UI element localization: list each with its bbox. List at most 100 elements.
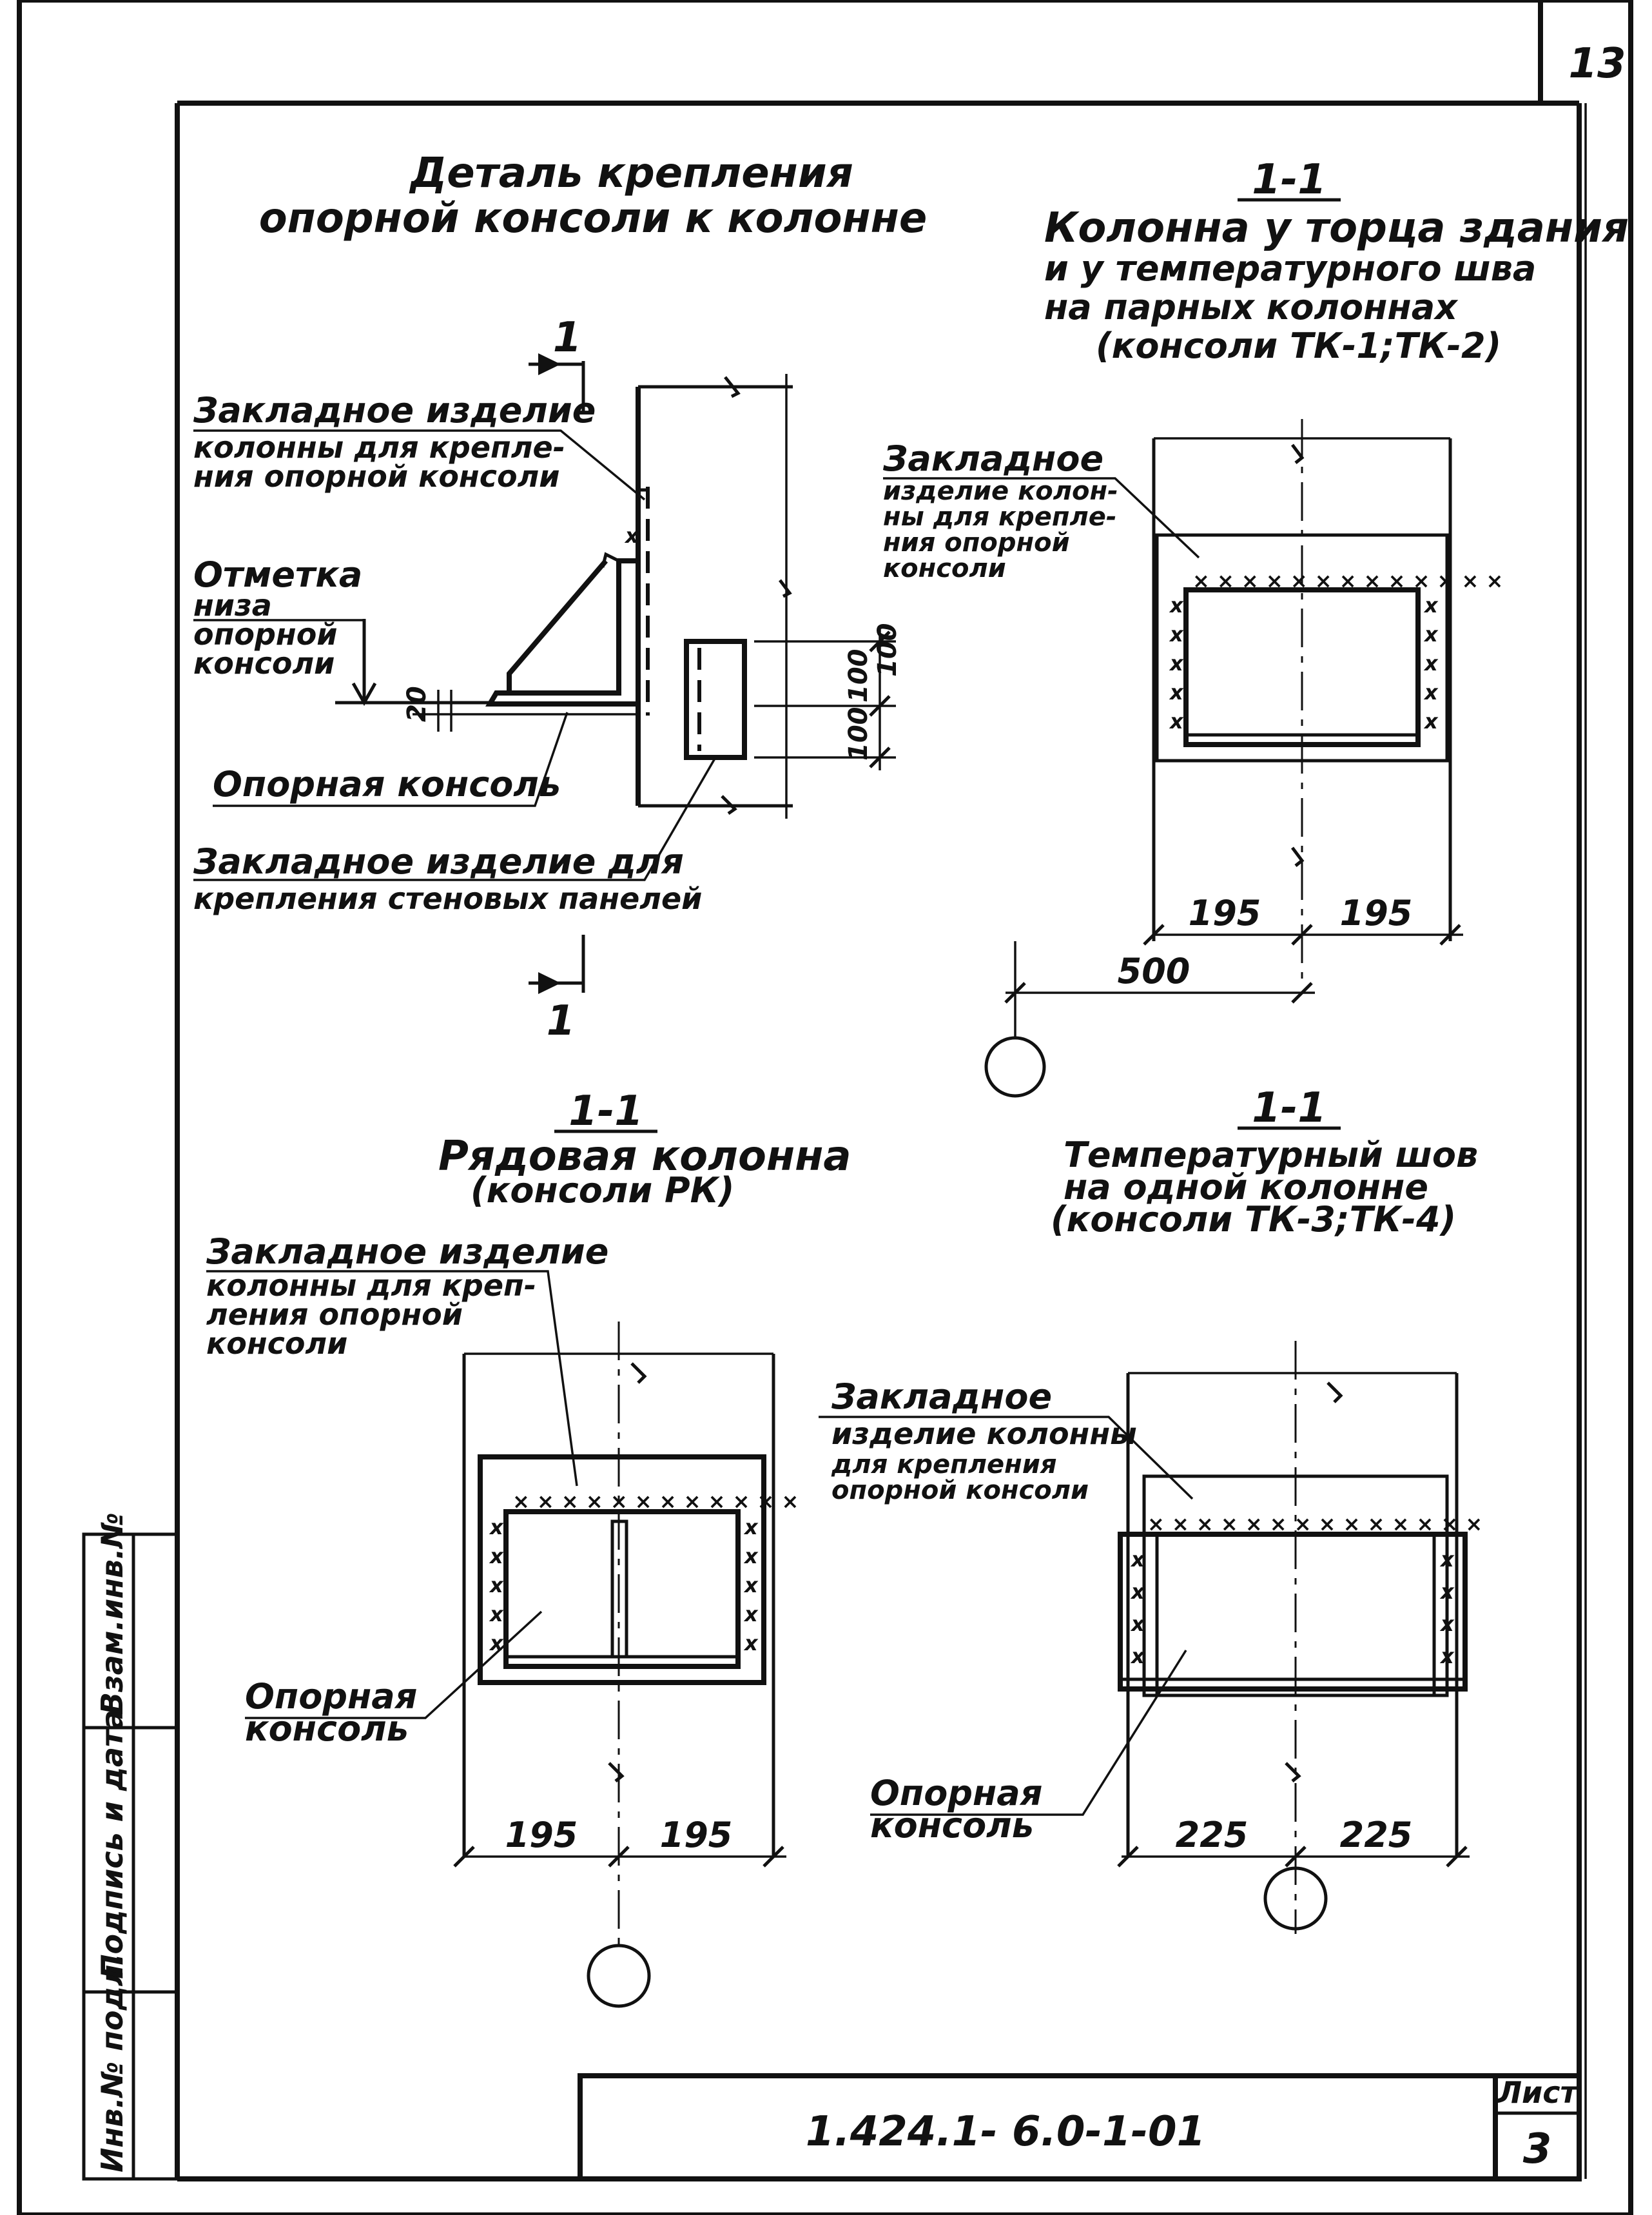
svg-text:x: x [1130,1547,1145,1572]
svg-text:x: x [743,1515,759,1539]
dim-100-upper-b: 100 [873,623,902,678]
bl-callout-embed-3: ления опорной [206,1297,463,1332]
svg-text:x: x [624,523,639,548]
wall-embed-part [684,639,747,760]
detail-callout-embed-wall-2: крепления стеновых панелей [193,881,702,916]
svg-text:x: x [743,1544,759,1568]
br-dim-right: 225 [1340,1815,1413,1855]
document-code: 1.424.1- 6.0-1-01 [806,2108,1205,2156]
dim-20: 20 [402,686,432,722]
svg-text:x: x [743,1631,759,1655]
section-top-right: 1-1 Колонна у торца здания и у температу… [882,156,1629,1098]
svg-text:x: x [1423,651,1439,676]
tr-weld-top: × × × × × × × × × × × × × [1192,569,1503,593]
tr-callout-3: ны для крепле- [883,502,1117,532]
tr-dim-left: 195 [1189,893,1261,933]
bl-title-2: (консоли РК) [471,1170,734,1211]
br-mark: 1-1 [1252,1084,1326,1132]
detail-callout-embed-col-1: Закладное изделие [193,390,596,431]
svg-text:x: x [1423,680,1439,705]
br-title-2: на одной колонне [1064,1167,1428,1207]
page-number: 13 [1568,40,1626,88]
tr-callout-5: консоли [883,554,1006,583]
bl-axis-bubble [587,1944,651,2008]
tr-title-1: Колонна у торца здания [1044,204,1629,252]
section-mark-bottom: 1 [547,997,576,1045]
tr-axis-bubble [984,1036,1046,1098]
outer-border [17,0,1633,2215]
tr-dim-500: 500 [1118,951,1190,991]
br-title-3: (консоли ТК-3;ТК-4) [1051,1199,1456,1240]
bl-dim-right: 195 [660,1815,733,1855]
sheet-label: Лист [1496,2075,1579,2110]
tr-dim-right: 195 [1340,893,1413,933]
side-stamp [82,1532,179,2181]
bl-console [503,1509,741,1669]
sheet-number: 3 [1523,2125,1552,2173]
bl-callout-embed-2: колонны для креп- [206,1268,536,1303]
svg-text:x: x [1439,1579,1455,1604]
svg-text:x: x [489,1544,504,1568]
br-title-1: Температурный шов [1064,1135,1478,1175]
title-block [578,2073,1582,2181]
br-callout-embed-2: изделие колонны [831,1416,1137,1451]
detail-callout-embed-col-3: ния опорной консоли [193,459,560,494]
bl-console-rib [610,1519,628,1659]
br-console [1118,1532,1468,1692]
svg-text:x: x [1169,622,1184,647]
section-mark-top: 1 [553,314,582,362]
stamp-inv-podl: Инв.№ подл. [95,1953,130,2172]
detail-callout-level-2: низа [193,588,272,623]
br-callout-embed-1: Закладное [831,1376,1052,1417]
svg-text:x: x [1169,709,1184,734]
br-weld-top: × × × × × × × × × × × × × × [1147,1512,1482,1536]
dim-100-upper-a: 100 [844,649,873,703]
tr-callout-4: ния опорной [883,528,1070,558]
svg-text:x: x [1423,622,1439,647]
detail-title-2: опорной консоли к колонне [259,195,928,242]
tr-title-2: и у температурного шва [1044,248,1536,289]
tr-callout-1: Закладное [882,438,1103,479]
bl-dim-left: 195 [505,1815,578,1855]
svg-text:x: x [1423,593,1439,618]
tr-mark: 1-1 [1252,156,1326,204]
console-gusset [507,559,608,693]
svg-text:x: x [1130,1612,1145,1636]
detail-callout-embed-wall-1: Закладное изделие для [193,841,684,882]
section-arrow-top [538,353,561,375]
tr-title-3: на парных колоннах [1044,287,1459,327]
detail-callout-level-4: консоли [193,646,335,681]
stamp-vzam-inv: Взам.инв.№ [95,1512,130,1715]
bl-title-1: Рядовая колонна [438,1133,851,1180]
br-callout-console-2: консоль [870,1805,1034,1846]
tr-embed-plate [1155,533,1449,763]
svg-text:x: x [743,1602,759,1626]
console-body [485,558,638,707]
svg-text:x: x [1439,1547,1455,1572]
tr-callout-2: изделие колон- [883,476,1118,506]
svg-text:x: x [1169,651,1184,676]
svg-text:x: x [489,1602,504,1626]
tr-console [1183,587,1421,747]
svg-text:x: x [1169,593,1184,618]
detail-callout-console: Опорная консоль [213,764,561,805]
bl-mark: 1-1 [568,1088,643,1135]
bl-callout-console-2: консоль [245,1708,409,1749]
bl-callout-console-1: Опорная [245,1676,417,1717]
svg-text:x: x [489,1573,504,1597]
br-callout-embed-4: опорной консоли [831,1476,1089,1505]
svg-text:x: x [1169,680,1184,705]
section-arrow-bottom [538,972,561,994]
detail-drawing: Деталь крепления опорной консоли к колон… [193,150,927,1045]
bl-weld-top: × × × × × × × × × × × × [512,1489,799,1514]
br-callout-embed-3: для крепления [831,1450,1057,1479]
bl-callout-embed-1: Закладное изделие [206,1231,608,1272]
detail-callout-level-3: опорной [193,617,338,652]
svg-text:x: x [489,1631,504,1655]
stamp-podpis-data: Подпись и дата [95,1710,130,1979]
section-bottom-right: 1-1 Температурный шов на одной колонне (… [819,1084,1482,1934]
svg-text:x: x [1130,1579,1145,1604]
dim-100-lower: 100 [844,707,873,761]
svg-text:x: x [1423,709,1439,734]
